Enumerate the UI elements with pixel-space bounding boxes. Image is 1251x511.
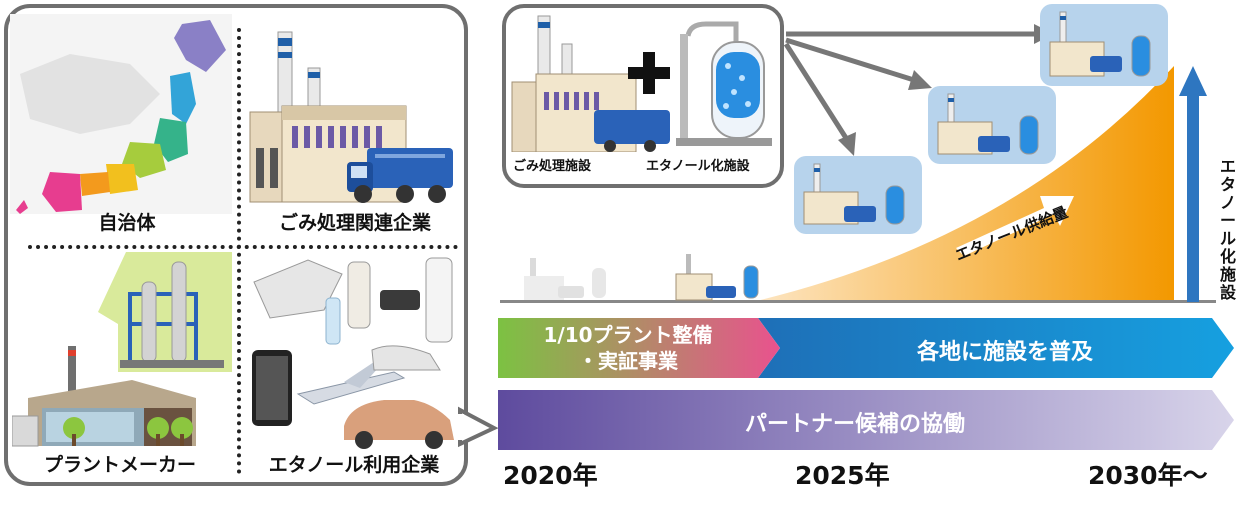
japan-map-icon (10, 14, 232, 214)
partner-text: パートナー候補の協働 (744, 412, 965, 437)
plant-maker-factory-icon (12, 346, 196, 447)
shoe-icon (371, 345, 441, 371)
divider-vertical (237, 28, 241, 474)
facility-mini-icon (803, 163, 905, 225)
plus-icon (628, 52, 670, 94)
phase1-line1: 1/10プラント整備 (543, 323, 713, 347)
phase1-line2: ・実証事業 (578, 349, 678, 373)
year-2025: 2025年 (795, 461, 890, 490)
smartphone-icon (252, 350, 292, 426)
waste-facility-label: ごみ処理施設 (513, 159, 592, 174)
waste-facility-icon (511, 15, 670, 152)
facility-mini-icon (1049, 11, 1151, 77)
faded-plant-icon (524, 258, 606, 300)
supply-arrow (956, 196, 1074, 256)
vertical-facility-label: エタノール化施設 (1219, 157, 1236, 302)
ground-line (500, 300, 1216, 303)
phase1-text: 1/10プラント整備 ・実証事業 (498, 322, 758, 374)
plant-structure-icon (98, 252, 232, 372)
timeline-arrows (498, 318, 1234, 450)
car-icon (344, 400, 454, 449)
partner-arrow (498, 390, 1234, 450)
facility-mini-icon (937, 93, 1039, 155)
phase1-arrow (498, 318, 780, 378)
airplane-icon (296, 362, 406, 405)
ethanol-user-label: エタノール利用企業 (268, 454, 440, 476)
supply-area (752, 66, 1174, 302)
ethanol-facility-label: エタノール化施設 (646, 159, 750, 174)
waste-company-label: ごみ処理関連企業 (278, 212, 431, 234)
phase2-text: 各地に施設を普及 (916, 340, 1093, 365)
growth-graphic (500, 24, 1216, 303)
garbage-truck-icon (347, 148, 453, 203)
vertical-arrow (1187, 94, 1199, 302)
phase2-arrow (758, 318, 1234, 378)
ethanol-products-icon (252, 257, 454, 449)
ethanol-tank-icon (676, 21, 772, 146)
divider-horizontal (28, 245, 458, 249)
plant-2020-icon (675, 254, 759, 301)
year-2030: 2030年～ (1088, 461, 1208, 490)
panel-pointer (458, 406, 498, 448)
municipality-label: 自治体 (98, 212, 156, 234)
plant-maker-label: プラントメーカー (43, 454, 196, 476)
year-2020: 2020年 (503, 461, 598, 490)
